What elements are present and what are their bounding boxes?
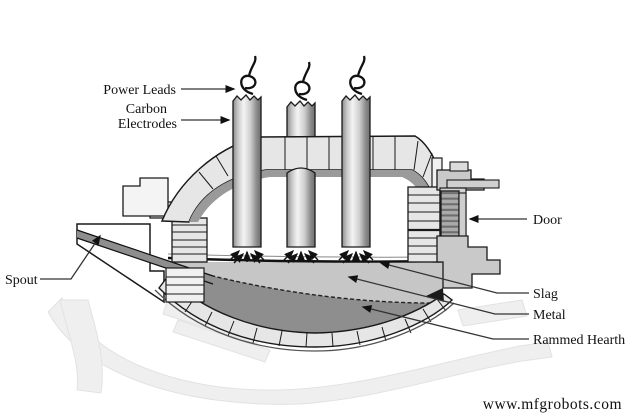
- metal-layer: [168, 264, 443, 333]
- arch-underside: [189, 170, 440, 226]
- carbon-electrodes-label-line2: Electrodes: [118, 117, 177, 132]
- metal-leader: [347, 275, 529, 315]
- right-wall-bricks: [407, 186, 441, 263]
- door-label: Door: [533, 213, 562, 228]
- arc-sparks-electrode-2: [283, 249, 319, 264]
- arc-sparks-electrode-1: [229, 249, 265, 264]
- left-wall-bricks: [122, 177, 208, 303]
- pour-lip-wedge: [426, 288, 444, 302]
- spout-leader: [40, 234, 101, 280]
- power-lead-wire-1: [240, 55, 257, 96]
- right-wall-and-door: [407, 157, 501, 302]
- bath-surface-line: [167, 256, 444, 263]
- power-lead-wires: [240, 55, 366, 102]
- carbon-electrode-1: [232, 94, 262, 248]
- slag-label: Slag: [533, 287, 558, 302]
- carbon-electrodes-label-line1: Carbon: [126, 102, 167, 117]
- carbon-electrode-2-lower: [286, 167, 316, 248]
- arc-sparks-electrode-3: [338, 249, 374, 264]
- power-lead-wire-2: [294, 61, 311, 102]
- carbon-electrode-2-upper: [286, 100, 316, 141]
- watermark-text: www.mfgrobots.com: [483, 396, 622, 413]
- left-outer-step-block: [122, 177, 169, 217]
- power-lead-wire-3: [349, 55, 366, 96]
- arc-spark-arrows: [229, 249, 374, 264]
- slag-leader: [379, 261, 529, 294]
- door-sill-casing: [436, 235, 501, 289]
- slag-layer: [168, 262, 443, 304]
- power-leads-label: Power Leads: [103, 83, 176, 98]
- labels: Power Leads Carbon Electrodes Spout Door…: [5, 83, 625, 348]
- rammed-hearth-label: Rammed Hearth: [533, 333, 625, 348]
- shell-outer-line: [154, 289, 455, 352]
- rammed-hearth-leader: [361, 305, 529, 340]
- metal-label: Metal: [533, 308, 566, 323]
- leader-lines: [40, 85, 529, 340]
- spout-label: Spout: [5, 273, 38, 288]
- carbon-electrode-3: [341, 94, 371, 248]
- door-lintel-bar: [446, 179, 500, 189]
